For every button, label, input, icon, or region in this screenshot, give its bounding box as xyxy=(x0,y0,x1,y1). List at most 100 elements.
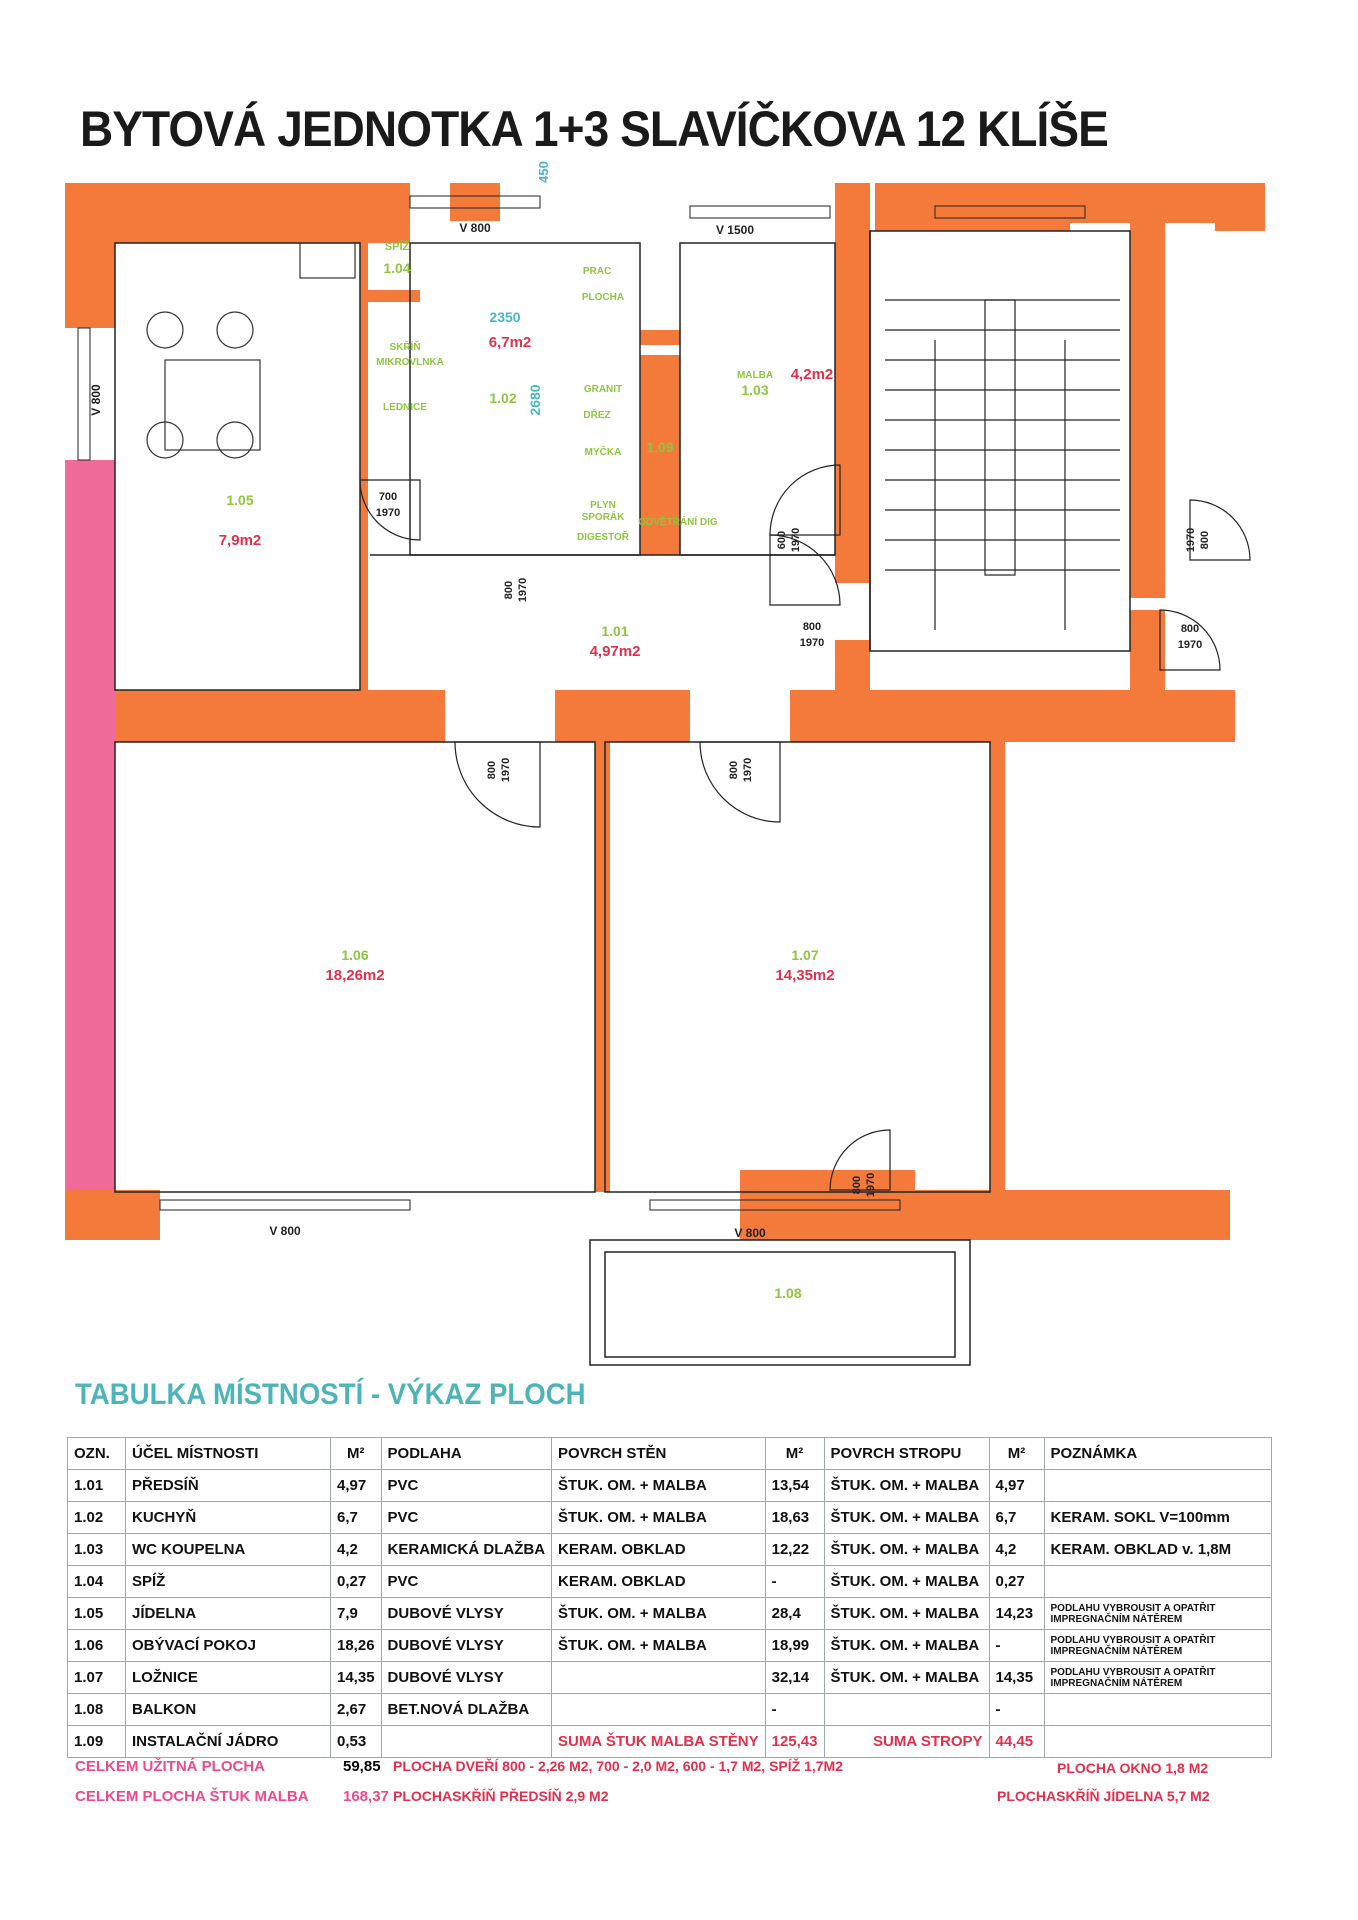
table-cell: SPÍŽ xyxy=(125,1565,331,1598)
table-cell xyxy=(1043,1469,1272,1502)
door-swings xyxy=(359,464,1251,1191)
table-cell xyxy=(551,1693,766,1726)
table-cell xyxy=(380,1725,553,1758)
dimension-label: 2350 xyxy=(489,309,520,325)
total-usable-label: CELKEM UŽITNÁ PLOCHA xyxy=(75,1758,265,1775)
table-cell: - xyxy=(764,1565,825,1598)
kitchen-label: PRAC xyxy=(583,266,611,277)
table-cell: 1.01 xyxy=(67,1469,126,1502)
table-cell: BALKON xyxy=(125,1693,331,1726)
suma-walls-label: SUMA ŠTUK MALBA STĚNY xyxy=(551,1725,766,1758)
col-header: M² xyxy=(988,1437,1045,1470)
table-cell: KUCHYŇ xyxy=(125,1501,331,1534)
table-cell: 14,23 xyxy=(988,1597,1045,1630)
table-cell xyxy=(823,1693,990,1726)
room-number: 1.03 xyxy=(741,382,768,398)
door-height-label: 1970 xyxy=(376,507,400,519)
window-label: V 800 xyxy=(269,1224,301,1238)
table-cell: PVC xyxy=(380,1469,553,1502)
col-header: POZNÁMKA xyxy=(1043,1437,1272,1470)
dining-table xyxy=(146,242,356,459)
room-name: MALBA xyxy=(737,370,773,381)
table-cell: BET.NOVÁ DLAŽBA xyxy=(380,1693,553,1726)
window-label: V 800 xyxy=(89,384,103,416)
room-area: 7,9m2 xyxy=(219,532,262,549)
table-cell: 1.05 xyxy=(67,1597,126,1630)
table-cell: 7,9 xyxy=(330,1597,382,1630)
door-width-label: 800 xyxy=(851,1176,863,1194)
room-number: 1.05 xyxy=(226,492,253,508)
room-number: 1.04 xyxy=(383,260,410,276)
table-cell: 18,26 xyxy=(330,1629,382,1662)
table-cell: 2,67 xyxy=(330,1693,382,1726)
door-width-label: 800 xyxy=(728,761,740,779)
door-width-label: 800 xyxy=(486,761,498,779)
table-cell: 0,27 xyxy=(330,1565,382,1598)
door-labels: 700 1970 800 1970 800 1970 800 1970 800 … xyxy=(376,491,1211,1197)
stairs xyxy=(885,299,1120,630)
table-cell: 18,63 xyxy=(764,1501,825,1534)
table-cell: 4,97 xyxy=(988,1469,1045,1502)
table-cell: 18,99 xyxy=(764,1629,825,1662)
table-cell: PODLAHU VYBROUSIT A OPATŘIT IMPREGNAČNÍM… xyxy=(1043,1661,1272,1694)
table-cell: PŘEDSÍŇ xyxy=(125,1469,331,1502)
table-cell: PVC xyxy=(380,1565,553,1598)
door-width-label: 800 xyxy=(1199,531,1211,549)
table-cell: 1.02 xyxy=(67,1501,126,1534)
page-title: BYTOVÁ JEDNOTKA 1+3 SLAVÍČKOVA 12 KLÍŠE xyxy=(80,101,1109,157)
kitchen-label: LEDNICE xyxy=(383,402,427,413)
table-row: 1.09 INSTALAČNÍ JÁDRO 0,53 SUMA ŠTUK MAL… xyxy=(67,1725,1272,1758)
table-cell: ŠTUK. OM. + MALBA xyxy=(551,1501,766,1534)
door-height-label: 1970 xyxy=(790,528,802,552)
kitchen-label: DŘEZ xyxy=(583,408,610,421)
room-area: 14,35m2 xyxy=(775,967,834,984)
table-cell: ŠTUK. OM. + MALBA xyxy=(823,1533,990,1566)
table-cell: KERAM. OBKLAD xyxy=(551,1565,766,1598)
room-area: 6,7m2 xyxy=(489,334,532,351)
kitchen-label: DIGESTOŘ xyxy=(577,530,630,543)
room-number: 1.08 xyxy=(774,1285,801,1301)
table-cell: - xyxy=(988,1629,1045,1662)
door-width-label: 600 xyxy=(776,531,788,549)
door-height-label: 1970 xyxy=(517,578,529,602)
table-cell: ŠTUK. OM. + MALBA xyxy=(823,1597,990,1630)
door-height-label: 1970 xyxy=(865,1173,877,1197)
window-label: V 1500 xyxy=(716,223,754,237)
door-width-label: 700 xyxy=(379,491,397,503)
table-cell: LOŽNICE xyxy=(125,1661,331,1694)
table-title: TABULKA MÍSTNOSTÍ - VÝKAZ PLOCH xyxy=(75,1378,586,1411)
col-header: ÚČEL MÍSTNOSTI xyxy=(125,1437,331,1470)
room-area: 18,26m2 xyxy=(325,967,384,984)
table-cell: ŠTUK. OM. + MALBA xyxy=(823,1565,990,1598)
table-cell: 1.04 xyxy=(67,1565,126,1598)
table-cell: 0,53 xyxy=(330,1725,382,1758)
room-table: OZN. ÚČEL MÍSTNOSTI M² PODLAHA POVRCH ST… xyxy=(67,1437,1272,1758)
dimension-label: 2680 xyxy=(527,384,543,415)
room-number: 1.02 xyxy=(489,390,516,406)
room-number: 1.01 xyxy=(601,623,628,639)
table-cell: ŠTUK. OM. + MALBA xyxy=(551,1469,766,1502)
col-header: M² xyxy=(764,1437,825,1470)
table-cell: 1.03 xyxy=(67,1533,126,1566)
suma-walls-value: 125,43 xyxy=(764,1725,825,1758)
kitchen-label: MIKROVLNKA xyxy=(376,357,444,368)
room-number: 1.07 xyxy=(791,947,818,963)
table-cell: - xyxy=(764,1693,825,1726)
col-header: M² xyxy=(330,1437,382,1470)
table-cell: INSTALAČNÍ JÁDRO xyxy=(125,1725,331,1758)
door-area-note: PLOCHA DVEŘÍ 800 - 2,26 M2, 700 - 2,0 M2… xyxy=(393,1758,843,1774)
kitchen-label: ODVĚTRÁNÍ DIG xyxy=(638,515,718,528)
door-height-label: 1970 xyxy=(1178,639,1202,651)
suma-ceil-value: 44,45 xyxy=(988,1725,1045,1758)
window-label: V 800 xyxy=(459,221,491,235)
table-cell: 1.07 xyxy=(67,1661,126,1694)
table-cell: 4,97 xyxy=(330,1469,382,1502)
table-cell: 4,2 xyxy=(330,1533,382,1566)
hall-closet-note: PLOCHASKŘÍŇ PŘEDSÍŇ 2,9 M2 xyxy=(393,1788,609,1804)
table-cell: ŠTUK. OM. + MALBA xyxy=(823,1661,990,1694)
table-cell: DUBOVÉ VLYSY xyxy=(380,1629,553,1662)
